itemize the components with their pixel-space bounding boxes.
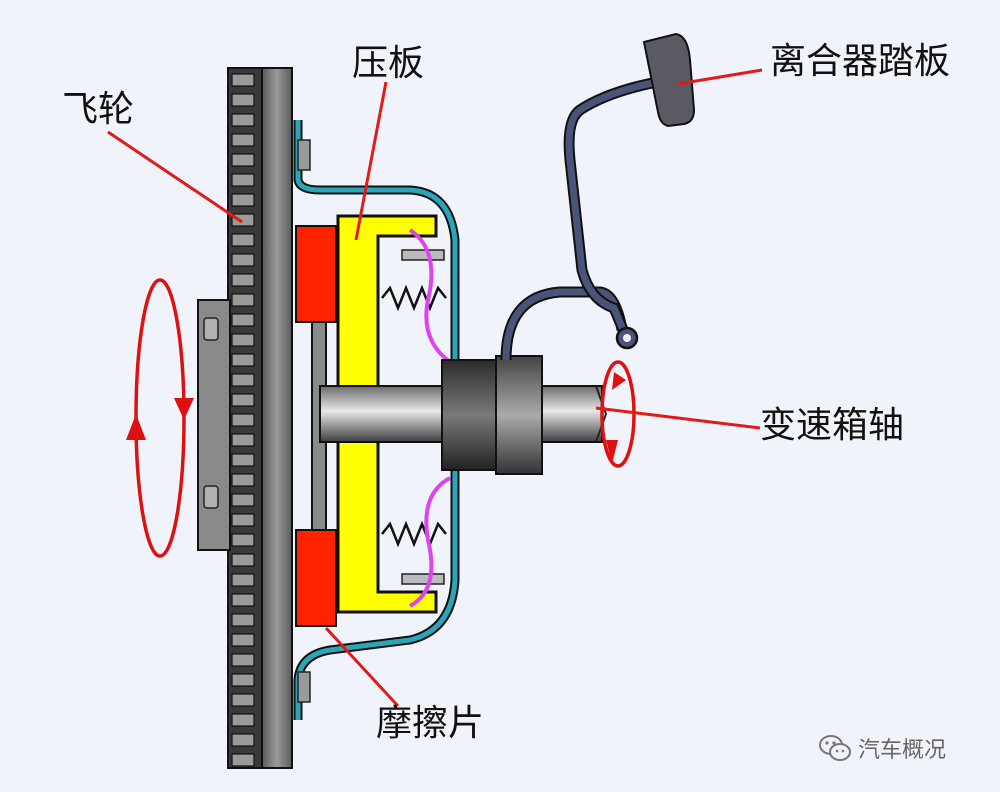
flywheel-tooth: [231, 393, 255, 407]
flywheel-tooth: [231, 573, 255, 587]
watermark: 汽车概况: [818, 732, 946, 764]
flywheel-tooth: [231, 233, 255, 247]
flywheel-tooth: [231, 633, 255, 647]
flywheel-tooth: [231, 753, 255, 767]
flywheel-tooth: [231, 173, 255, 187]
flywheel-tooth: [231, 373, 255, 387]
label-flywheel: 飞轮: [62, 89, 135, 130]
label-pressure-plate: 压板: [352, 43, 425, 84]
flywheel-tooth: [231, 293, 255, 307]
flywheel-tooth: [231, 333, 255, 347]
flywheel-tooth: [231, 673, 255, 687]
flywheel-tooth: [231, 113, 255, 127]
flywheel-tooth: [231, 313, 255, 327]
flywheel-tooth: [231, 513, 255, 527]
label-friction-disc: 摩擦片: [376, 703, 485, 744]
pressure-plate: [336, 214, 438, 614]
flywheel: [197, 67, 293, 769]
flywheel-tooth: [231, 193, 255, 207]
flywheel-tooth: [231, 493, 255, 507]
clutch-pedal: [500, 32, 696, 361]
label-clutch-pedal: 离合器踏板: [770, 41, 951, 82]
flywheel-tooth: [231, 93, 255, 107]
leader-lines: [107, 68, 763, 708]
flywheel-tooth: [231, 253, 255, 267]
cover-bolt: [297, 139, 311, 171]
flywheel-tooth: [231, 433, 255, 447]
flywheel-tooth: [231, 133, 255, 147]
flywheel-tooth: [231, 73, 255, 87]
flywheel-tooth: [231, 713, 255, 727]
flywheel-tooth: [231, 693, 255, 707]
flywheel-tooth: [231, 593, 255, 607]
gearbox-shaft: [319, 355, 608, 475]
flywheel-tooth: [231, 473, 255, 487]
flywheel-tooth: [231, 453, 255, 467]
flywheel-tooth: [231, 553, 255, 567]
flywheel-tooth: [231, 613, 255, 627]
cover-bolt: [297, 671, 311, 703]
flywheel-tooth: [231, 533, 255, 547]
flywheel-tooth: [231, 273, 255, 287]
rotation-arrow-flywheel: [126, 278, 194, 558]
flywheel-tooth: [231, 733, 255, 747]
label-gearbox-shaft: 变速箱轴: [760, 405, 905, 446]
wechat-icon: [819, 735, 851, 761]
flywheel-tooth: [231, 653, 255, 667]
flywheel-bolt: [203, 317, 219, 341]
flywheel-bolt: [203, 485, 219, 509]
flywheel-tooth: [231, 413, 255, 427]
pressure-springs: [381, 228, 452, 608]
watermark-text: 汽车概况: [858, 738, 947, 763]
flywheel-tooth: [231, 213, 255, 227]
flywheel-tooth: [231, 153, 255, 167]
flywheel-tooth: [231, 353, 255, 367]
